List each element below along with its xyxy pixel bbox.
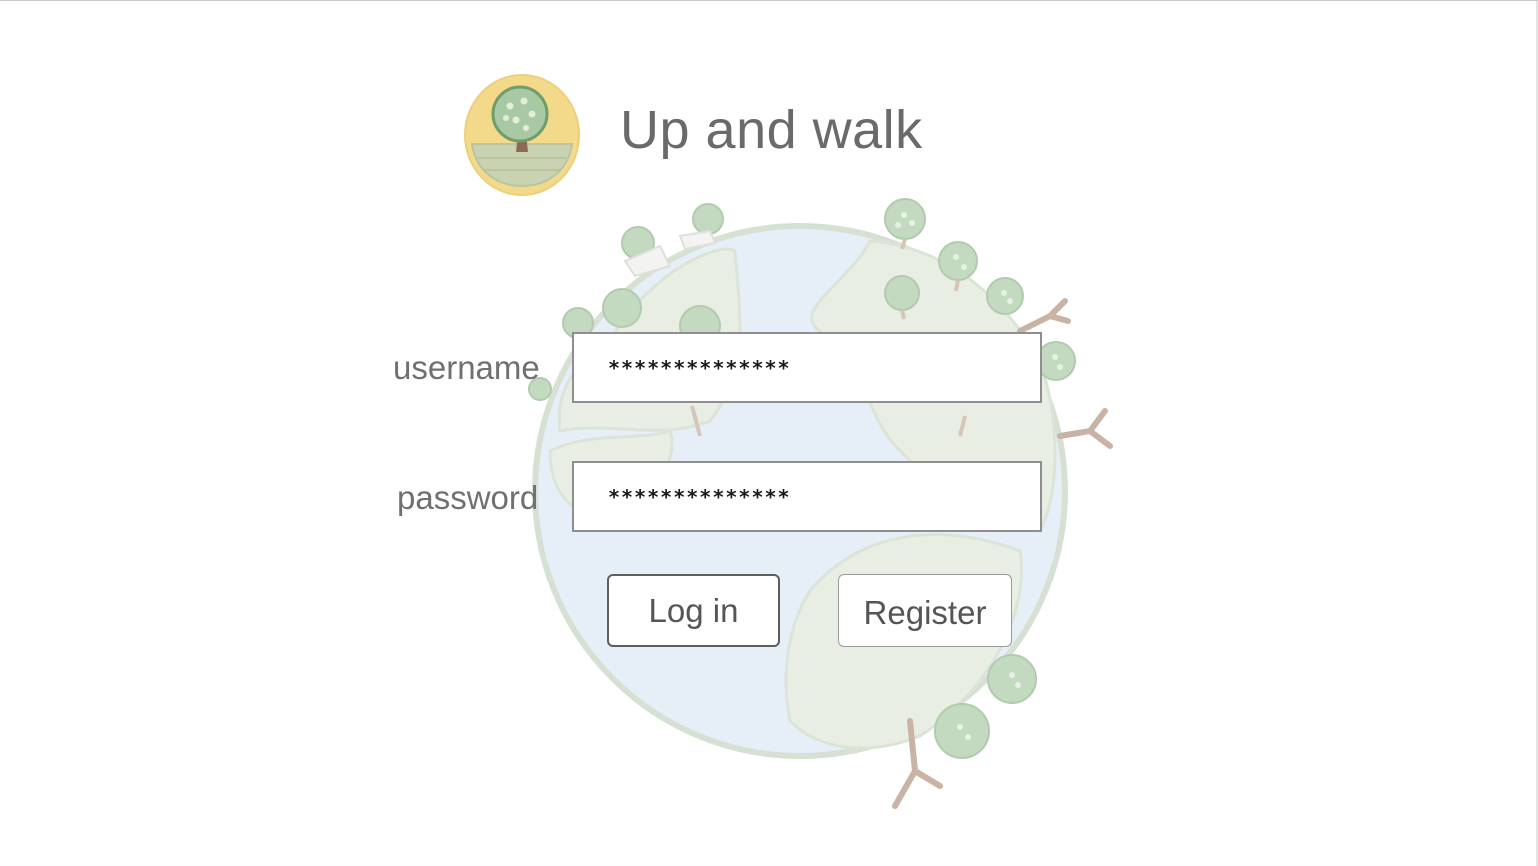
username-label: username: [393, 349, 540, 386]
register-button[interactable]: Register: [838, 574, 1012, 647]
password-input[interactable]: [572, 461, 1042, 532]
app-title: Up and walk: [620, 100, 923, 160]
login-button[interactable]: Log in: [607, 574, 780, 647]
password-label: password: [397, 479, 539, 516]
tree-logo-icon: [464, 74, 580, 197]
username-input[interactable]: [572, 332, 1042, 403]
window-edge: [1536, 1, 1538, 866]
